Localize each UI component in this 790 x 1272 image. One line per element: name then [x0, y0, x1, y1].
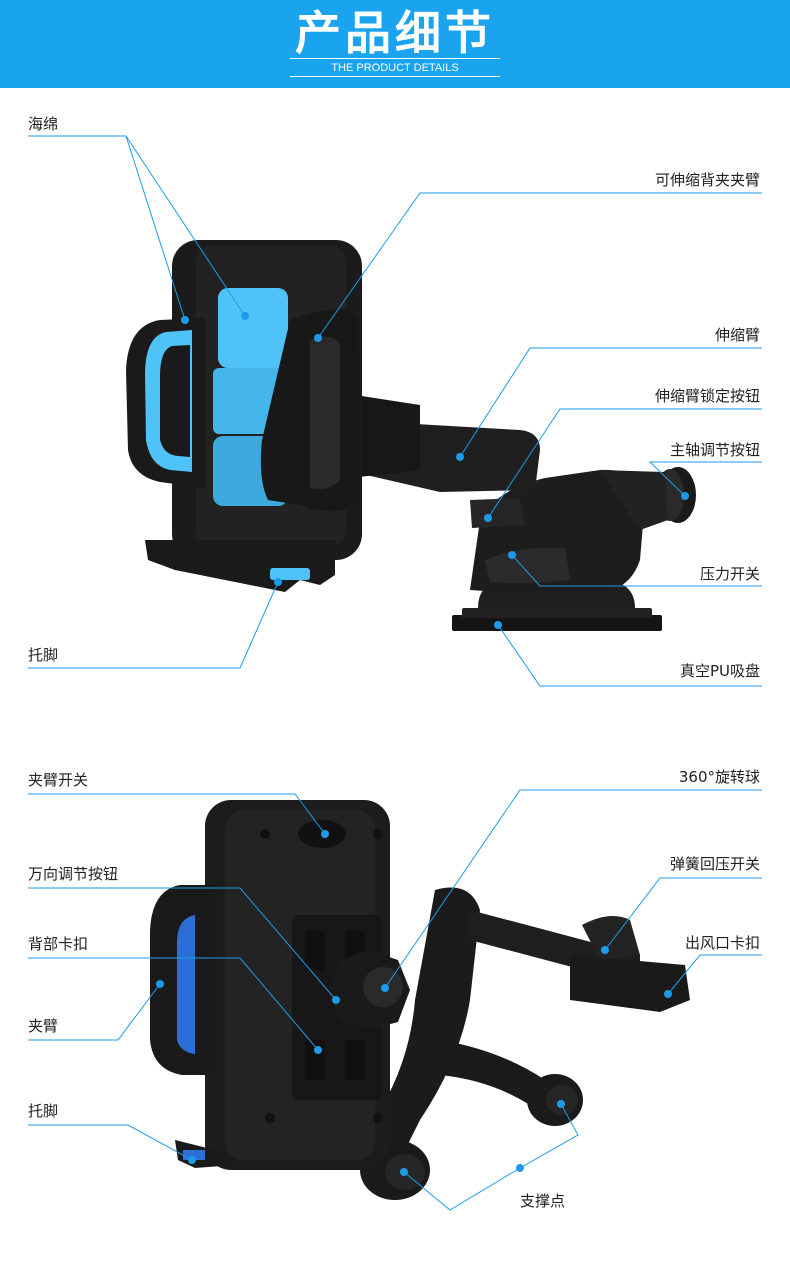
dashboard-callout-lines — [28, 135, 762, 687]
label-support-point: 支撑点 — [520, 1192, 566, 1210]
label-back-buckle: 背部卡扣 — [28, 935, 89, 953]
label-vent-clip: 出风口卡扣 — [684, 934, 760, 952]
label-telescopic-arm: 伸缩臂 — [714, 326, 760, 344]
vent-callout-lines — [28, 789, 762, 1211]
label-clamp-arm: 夹臂 — [28, 1017, 59, 1035]
title-divider-bottom — [290, 76, 500, 77]
label-main-axis-adjust-button: 主轴调节按钮 — [669, 441, 760, 459]
label-clamp-arm-switch: 夹臂开关 — [28, 771, 89, 789]
label-foot-rest-top: 托脚 — [28, 646, 59, 664]
label-telescopic-back-clamp-arm: 可伸缩背夹夹臂 — [654, 171, 760, 189]
dashboard-mount-image — [126, 240, 696, 631]
label-pressure-switch: 压力开关 — [699, 565, 760, 583]
header-banner: 产品细节 THE PRODUCT DETAILS — [0, 0, 790, 88]
title-divider-top — [290, 58, 500, 59]
dashboard-callout-dots — [181, 312, 689, 629]
label-ball-360: 360°旋转球 — [678, 768, 760, 786]
label-universal-adjust-button: 万向调节按钮 — [28, 865, 119, 883]
label-foot-rest-bottom: 托脚 — [28, 1102, 59, 1120]
page-subtitle: THE PRODUCT DETAILS — [331, 62, 459, 74]
label-sponge: 海绵 — [28, 115, 59, 133]
vent-mount-image — [150, 800, 690, 1200]
vent-callout-dots — [156, 830, 672, 1176]
label-vacuum-pu-suction-cup: 真空PU吸盘 — [679, 662, 760, 680]
label-telescopic-arm-lock-button: 伸缩臂锁定按钮 — [654, 387, 760, 405]
label-spring-press-switch: 弹簧回压开关 — [669, 855, 760, 873]
page-title: 产品细节 — [295, 6, 495, 60]
